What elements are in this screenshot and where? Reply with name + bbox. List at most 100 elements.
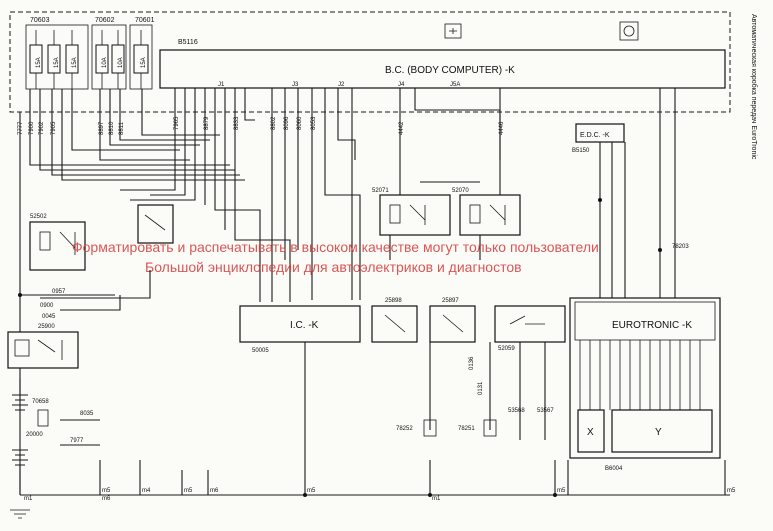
body-computer-label: B.C. (BODY COMPUTER) -K [385,65,515,76]
ground-m1-right: m1 [432,496,441,502]
relay-25897 [429,305,476,343]
fuse-block-3-label: 70601 [135,17,155,24]
fuse-block-1 [25,24,89,90]
wire-code-0957: 0957 [52,289,66,295]
sensor-78252 [423,419,437,437]
sensor-78251-label: 78251 [458,426,475,432]
relay-52070-label: 52070 [452,188,469,194]
eurotronic-block-y [611,409,713,453]
wire-code-7900: 7900 [29,121,35,135]
fuse-1: 15A [29,44,43,74]
relay-25897-label: 25897 [442,298,459,304]
eurotronic-block-x-label: X [587,427,594,438]
ground-m5-c: m5 [307,488,316,494]
ground-m5-d: m5 [557,488,566,494]
component-25900-label: 25900 [38,324,55,330]
connector-j4-label: J4 [398,82,405,88]
edc-label: E.D.C. -K [580,132,610,139]
ground-m4: m4 [142,488,151,494]
fuse-block-2 [91,24,127,90]
diagram-title: Автоматическая коробка передач EuroTroni… [750,14,758,160]
sensor-78252-label: 78252 [396,426,413,432]
wire-code-0136: 0136 [469,356,475,370]
fuse-block-2-label: 70602 [95,17,115,24]
relay-25898-label: 25898 [385,298,402,304]
wire-code-7977: 7977 [70,438,84,444]
relay-52502 [29,221,86,271]
sensor-78251 [483,419,497,437]
svg-text:15A: 15A [141,57,147,68]
wire-code-0045: 0045 [42,314,56,320]
wire-code-7965: 7965 [174,116,180,130]
fuse-4: 10A [95,44,109,74]
switch-53568-label: 53568 [508,408,525,414]
component-78203-label: 78203 [672,244,689,250]
relay-52502-label: 52502 [30,214,47,220]
ground-m5-a: m5 [102,488,111,494]
wire-code-8053: 8053 [311,116,317,130]
relay-52071-label: 52071 [372,188,389,194]
wire-code-8810: 8810 [109,121,115,135]
component-70658-label: 70658 [32,399,49,405]
relay-52071 [379,194,451,236]
body-computer-box [159,49,726,89]
fuse-6: 15A [133,44,149,74]
edc-code: B5150 [572,148,590,154]
component-25900 [7,331,79,369]
relay-25898 [371,305,418,343]
svg-text:10A: 10A [102,57,108,68]
body-computer-code: B5116 [178,39,198,46]
relay-aux [137,204,174,244]
wire-code-8833: 8833 [234,116,240,130]
ground-m6-b: m6 [210,488,219,494]
connector-j3-label: J3 [292,82,299,88]
wire-code-4446: 4446 [499,121,505,135]
wire-code-8811: 8811 [119,121,125,135]
eurotronic-code: B6004 [605,466,623,472]
fuse-and-bc-boundary [9,11,731,113]
relay-52070 [459,194,521,236]
fuse-3: 15A [65,44,79,74]
ic-code: 50005 [252,348,269,354]
ic-box [239,305,361,343]
switch-53567-label: 53567 [537,408,554,414]
wire-code-0131: 0131 [478,381,484,395]
wire-code-8060: 8060 [297,116,303,130]
component-20000-label: 20000 [26,432,43,438]
diagnostic-socket-icon [619,21,639,41]
svg-text:15A: 15A [36,57,42,68]
wire-code-8035: 8035 [80,411,94,417]
fuse-5: 10A [111,44,125,74]
wire-code-8096: 8096 [284,116,290,130]
wire-code-4442: 4442 [399,121,405,135]
fuse-block-1-label: 70603 [30,17,50,24]
watermark-line-1: Форматировать и распечатывать в высоком … [72,239,599,255]
wire-code-7902: 7902 [39,121,45,135]
wire-code-8897: 8897 [99,121,105,135]
svg-text:15A: 15A [72,57,78,68]
connector-j2-label: J2 [338,82,345,88]
eurotronic-label: EUROTRONIC -K [612,320,692,331]
ground-m1-left: m1 [24,496,33,502]
connector-j1-label: J1 [218,82,225,88]
eurotronic-block-y-label: Y [655,427,662,438]
key-icon [444,23,462,39]
svg-text:10A: 10A [118,57,124,68]
wire-code-7777: 7777 [18,121,24,135]
watermark-line-2: Большой энциклопедии для автоэлектриков … [145,259,522,275]
ground-m5-e: m5 [727,488,736,494]
fuse-2: 15A [47,44,61,74]
connector-j5a-label: J5A [450,82,460,88]
ic-label: I.C. -K [290,320,319,331]
component-70658 [37,409,49,427]
ground-m5-b: m5 [184,488,193,494]
relay-52059-label: 52059 [498,346,515,352]
wire-code-7905: 7905 [51,121,57,135]
wire-code-0900: 0900 [40,303,54,309]
ground-m6-a: m6 [102,496,111,502]
eurotronic-block-x [577,409,605,453]
wire-code-8879: 8879 [204,116,210,130]
svg-text:15A: 15A [54,57,60,68]
